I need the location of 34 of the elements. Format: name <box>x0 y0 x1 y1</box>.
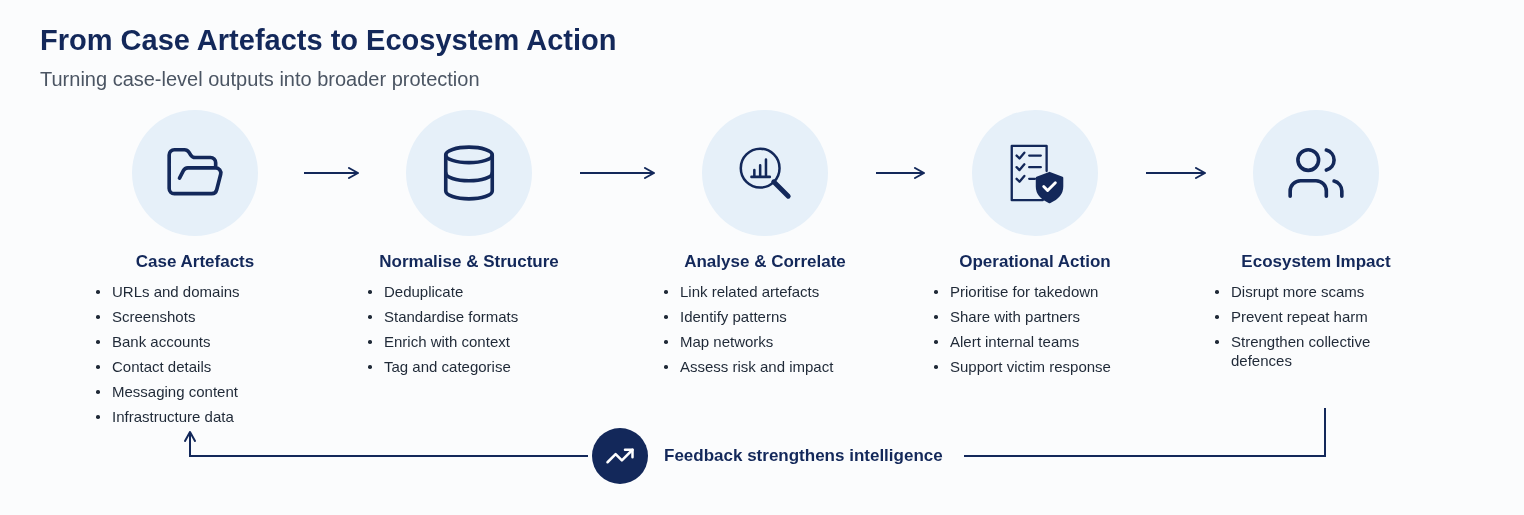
bullet-item: Link related artefacts <box>658 282 872 301</box>
bullet-item: Disrupt more scams <box>1209 282 1423 301</box>
bullet-item: Infrastructure data <box>90 407 300 426</box>
bullet-item: Map networks <box>658 332 872 351</box>
bullet-item: Bank accounts <box>90 332 300 351</box>
stage-heading: Operational Action <box>959 252 1111 272</box>
bullet-item: Enrich with context <box>362 332 576 351</box>
subtitle: Turning case-level outputs into broader protection <box>40 68 480 91</box>
bullet-item: Strengthen collective defences <box>1209 332 1423 370</box>
bullet-item: Assess risk and impact <box>658 357 872 376</box>
bullet-item: Identify patterns <box>658 307 872 326</box>
stage-heading: Ecosystem Impact <box>1241 252 1391 272</box>
bullet-item: Tag and categorise <box>362 357 576 376</box>
bullet-item: Prioritise for takedown <box>928 282 1142 301</box>
arrow <box>579 167 655 179</box>
bullet-item: Share with partners <box>928 307 1142 326</box>
stage-heading: Analyse & Correlate <box>684 252 846 272</box>
bullet-item: Support victim response <box>928 357 1142 376</box>
bullet-item: Deduplicate <box>362 282 576 301</box>
bullet-item: Messaging content <box>90 382 300 401</box>
bullet-item: Contact details <box>90 357 300 376</box>
arrow <box>184 431 589 457</box>
bullet-item: Alert internal teams <box>928 332 1142 351</box>
bullet-item: Prevent repeat harm <box>1209 307 1423 326</box>
arrow <box>303 167 359 179</box>
title: From Case Artefacts to Ecosystem Action <box>40 24 617 57</box>
arrow <box>1145 167 1206 179</box>
feedback-label: Feedback strengthens intelligence <box>664 446 943 466</box>
arrow <box>875 167 925 179</box>
bullet-item: Standardise formats <box>362 307 576 326</box>
stage-heading: Normalise & Structure <box>379 252 559 272</box>
bullet-item: Screenshots <box>90 307 300 326</box>
stage-heading: Case Artefacts <box>135 252 255 272</box>
bullet-item: URLs and domains <box>90 282 300 301</box>
